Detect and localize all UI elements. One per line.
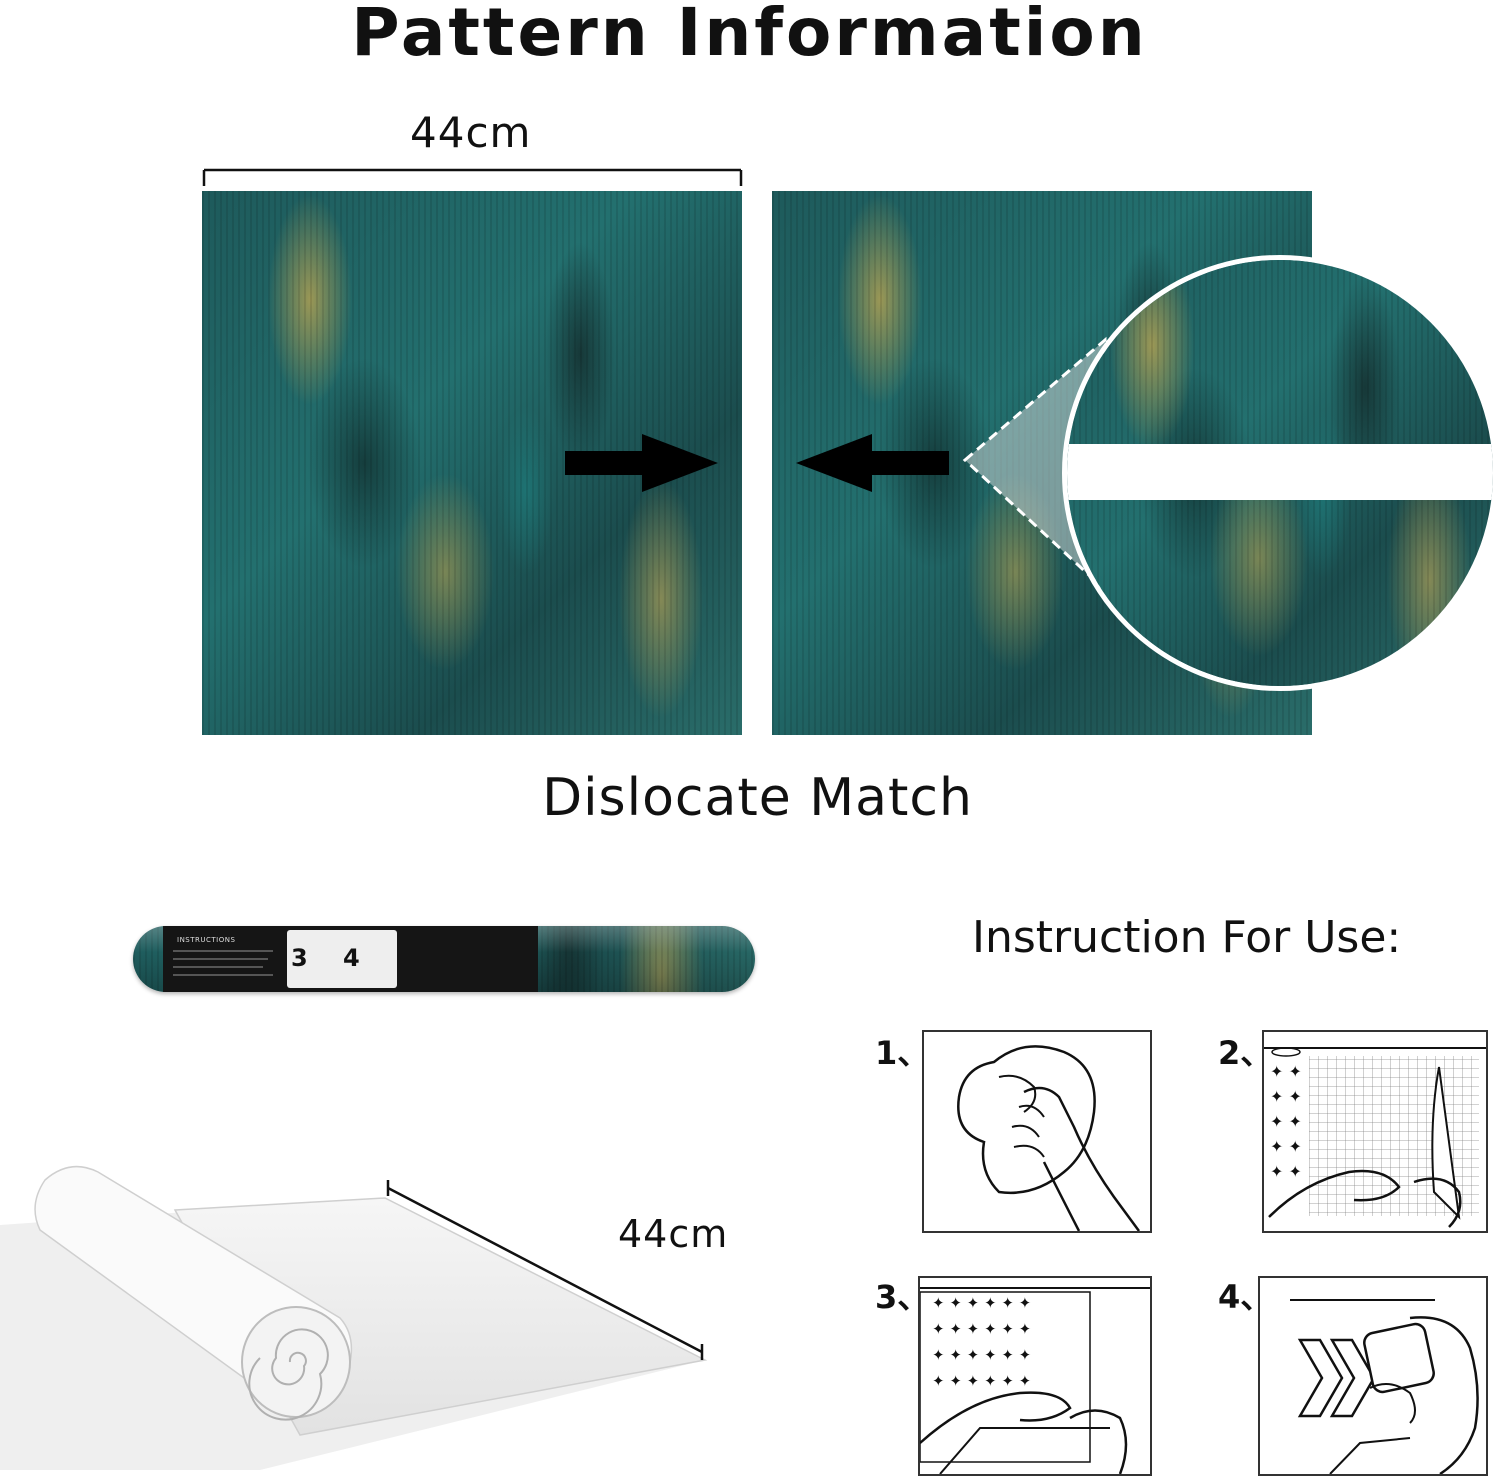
svg-text:✦ ✦: ✦ ✦ [1270,1137,1302,1156]
arrow-right-icon [565,434,718,492]
wipe-wall-icon [957,1045,1141,1231]
pattern-width-label: 44cm [410,108,532,157]
svg-text:✦ ✦ ✦ ✦ ✦ ✦: ✦ ✦ ✦ ✦ ✦ ✦ [932,1320,1031,1338]
svg-text:✦ ✦: ✦ ✦ [1270,1162,1302,1181]
step-4-panel [1258,1276,1488,1476]
roll-packaging-band: INSTRUCTIONS 3 4 [163,926,538,992]
zoom-circle [1062,255,1498,691]
roll-width-label: 44cm [618,1212,729,1256]
step-3-panel: ✦ ✦ ✦ ✦ ✦ ✦ ✦ ✦ ✦ ✦ ✦ ✦ ✦ ✦ ✦ ✦ ✦ ✦ ✦ ✦ … [918,1276,1152,1476]
width-dimension-line [202,168,743,186]
svg-text:✦ ✦ ✦ ✦ ✦ ✦: ✦ ✦ ✦ ✦ ✦ ✦ [932,1372,1031,1390]
peel-backing-icon: ✦ ✦ ✦ ✦ ✦ ✦ ✦ ✦ ✦ ✦ [1264,1047,1486,1228]
packaging-step-3: 3 [291,944,308,972]
seam-gap [1067,444,1493,500]
roll-diagram [0,1165,708,1470]
svg-text:✦ ✦ ✦ ✦ ✦ ✦: ✦ ✦ ✦ ✦ ✦ ✦ [932,1346,1031,1364]
step-1-panel [922,1030,1152,1233]
arrow-left-icon [796,434,949,492]
svg-text:✦ ✦: ✦ ✦ [1270,1087,1302,1106]
apply-wallpaper-icon: ✦ ✦ ✦ ✦ ✦ ✦ ✦ ✦ ✦ ✦ ✦ ✦ ✦ ✦ ✦ ✦ ✦ ✦ ✦ ✦ … [920,1287,1150,1474]
packaging-heading: INSTRUCTIONS [177,936,236,944]
svg-text:✦ ✦: ✦ ✦ [1270,1112,1302,1131]
step-2-panel: ✦ ✦ ✦ ✦ ✦ ✦ ✦ ✦ ✦ ✦ [1262,1030,1488,1233]
wallpaper-roll: INSTRUCTIONS 3 4 [133,926,755,992]
match-type-label: Dislocate Match [542,768,973,828]
svg-text:✦ ✦: ✦ ✦ [1270,1062,1302,1081]
packaging-steps-panel: 3 4 [287,930,397,988]
page-title: Pattern Information [351,0,1148,71]
step-1-label: 1、 [875,1034,930,1072]
instructions-title: Instruction For Use: [972,912,1402,963]
svg-text:✦ ✦ ✦ ✦ ✦ ✦: ✦ ✦ ✦ ✦ ✦ ✦ [932,1294,1031,1312]
packaging-step-4: 4 [343,944,360,972]
smooth-squeegee-icon [1290,1299,1479,1474]
